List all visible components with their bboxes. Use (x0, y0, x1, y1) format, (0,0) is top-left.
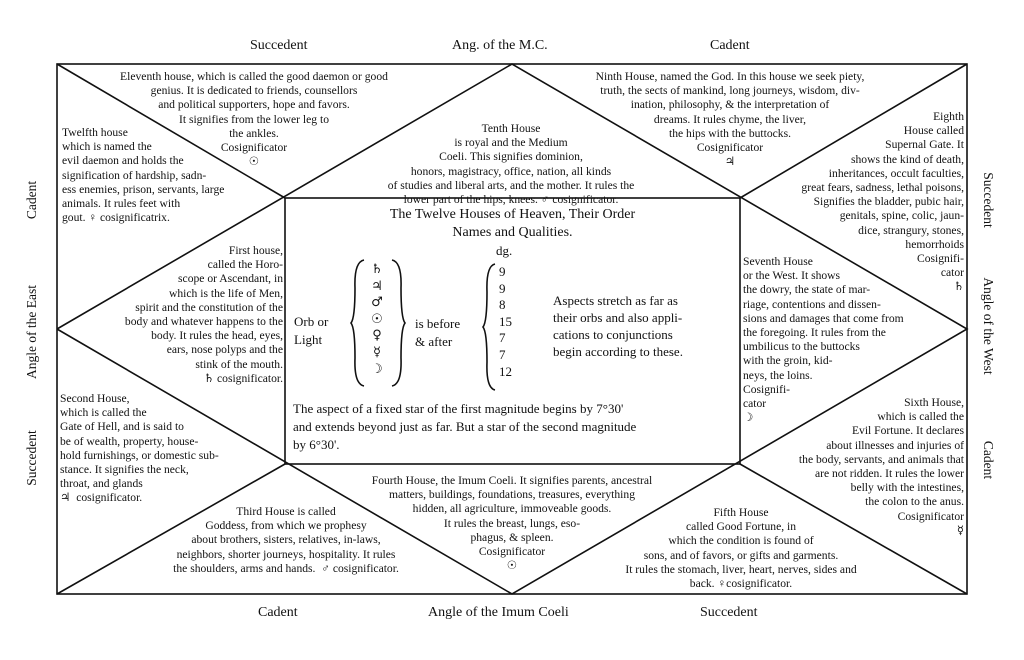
degree-values: 9 9 8 15 7 7 12 (499, 264, 512, 379)
label-left-top: Cadent (24, 180, 39, 220)
label-top-right: Cadent (710, 38, 750, 53)
left-brace-open (350, 259, 365, 387)
label-top-left: Succedent (250, 38, 308, 53)
label-left-bottom: Succedent (24, 430, 39, 486)
house-eleventh: Eleventh house, which is called the good… (120, 70, 388, 169)
house-eighth: Eighth House called Supernal Gate. It sh… (801, 110, 964, 294)
diagonal-top-left (56, 63, 286, 199)
orb-label: Orb or Light (294, 314, 329, 347)
house-twelfth: Twelfth house which is named the evil da… (62, 126, 225, 225)
house-fifth: Fifth House called Good Fortune, in whic… (625, 506, 857, 591)
fixed-star-note: The aspect of a fixed star of the first … (293, 401, 637, 452)
label-top-center: Ang. of the M.C. (452, 38, 548, 53)
label-bottom-right: Succedent (700, 605, 758, 620)
label-right-top: Succedent (981, 172, 996, 228)
label-bottom-left: Cadent (258, 605, 298, 620)
house-fourth: Fourth House, the Imum Coeli. It signifi… (371, 474, 653, 573)
center-square (284, 197, 741, 465)
dg-label: dg. (496, 243, 513, 258)
label-left-middle: Angle of the East (24, 284, 39, 380)
diagonal-bottom-left (56, 463, 286, 595)
house-first: First house, called the Horo- scope or A… (124, 244, 283, 385)
diagonal-bottom-right (739, 463, 968, 595)
planet-symbols: ♄ ♃ ♂ ☉ ♀ ☿ ☽ (371, 262, 383, 377)
aspects-note: Aspects stretch as far as their orbs and… (553, 293, 683, 359)
center-title: The Twelve Houses of Heaven, Their Order… (389, 207, 636, 240)
label-bottom-center: Angle of the Imum Coeli (428, 605, 569, 620)
diagonal-top-right (739, 63, 968, 199)
degrees-brace (482, 263, 496, 391)
label-right-bottom: Cadent (981, 440, 996, 480)
house-sixth: Sixth House, which is called the Evil Fo… (798, 396, 964, 537)
label-right-middle: Angle of the West (981, 277, 996, 375)
house-tenth: Tenth House is royal and the Medium Coel… (387, 122, 635, 207)
left-brace-close (391, 259, 406, 387)
house-ninth: Ninth House, named the God. In this hous… (595, 70, 865, 169)
house-second: Second House, which is called the Gate o… (60, 392, 219, 505)
before-after-label: is before & after (415, 316, 461, 349)
house-third: Third House is called Goddess, from whic… (173, 505, 399, 575)
diamond-lines (56, 63, 969, 595)
house-seventh: Seventh House or the West. It shows the … (743, 255, 904, 425)
